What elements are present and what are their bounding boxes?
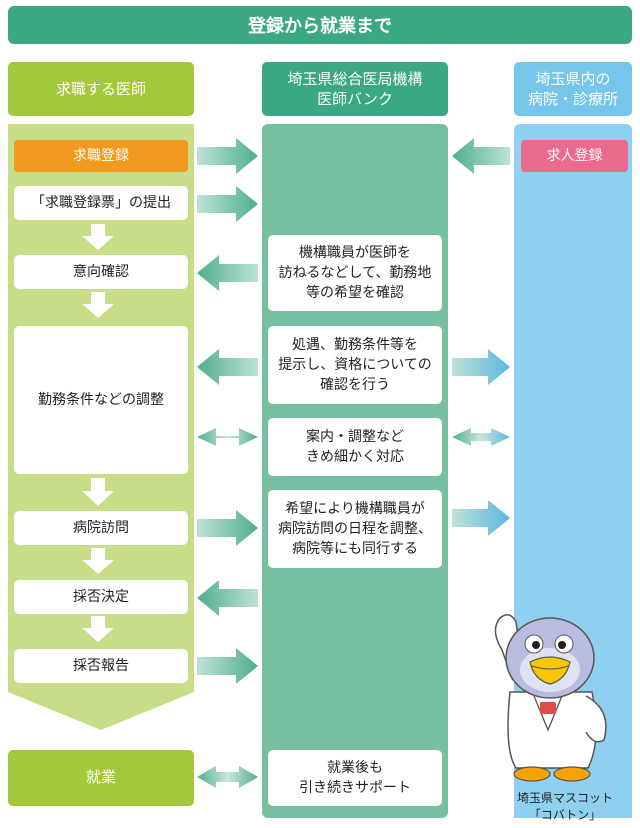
bank-visit-doctor: 機構職員が医師を 訪ねるなどして、勤務地 等の希望を確認 xyxy=(268,235,442,311)
column-header-doctor-bank: 埼玉県総合医局機構 医師バンク xyxy=(262,62,448,116)
step-submit-form: 「求職登録票」の提出 xyxy=(14,186,188,220)
arrow-register-to-bank xyxy=(197,138,258,174)
lane-doctor-arrow-tip xyxy=(8,692,194,730)
down-arrow-4 xyxy=(82,548,114,574)
mascot-caption-line2: 「コバトン」 xyxy=(528,807,602,822)
arrow-bank-to-hospital-conditions xyxy=(452,349,510,385)
step-employment: 就業 xyxy=(8,750,194,806)
arrow-job-register-to-bank xyxy=(452,138,510,174)
step-decision-report: 採否報告 xyxy=(14,649,188,683)
arrow-bank-to-hospital-visit xyxy=(452,500,510,536)
step-hospital-visit: 病院訪問 xyxy=(14,511,188,545)
arrow-form-to-bank xyxy=(197,186,258,222)
kobaton-mascot-illustration xyxy=(494,614,607,782)
step-adjust-conditions: 勤務条件などの調整 xyxy=(14,326,188,474)
bank-accompany-visit: 希望により機構職員が 病院訪問の日程を調整、 病院等にも同行する xyxy=(268,490,442,568)
arrow-bank-to-decision xyxy=(197,580,258,616)
arrow-visit-to-bank xyxy=(197,510,258,546)
down-arrow-2 xyxy=(82,292,114,318)
page-title: 登録から就業まで xyxy=(8,6,632,44)
arrow-hospital-bidirectional xyxy=(452,428,510,446)
down-arrow-3 xyxy=(82,478,114,506)
step-hiring-decision: 採否決定 xyxy=(14,580,188,614)
column-header-doctor: 求職する医師 xyxy=(8,62,194,116)
down-arrow-5 xyxy=(82,616,114,642)
bank-ongoing-support: 就業後も 引き続きサポート xyxy=(268,750,442,806)
mascot-caption-line1: 埼玉県マスコット xyxy=(516,791,613,805)
arrow-bank-to-intent xyxy=(197,255,258,291)
down-arrow-1 xyxy=(82,224,114,250)
bank-guidance: 案内・調整など きめ細かく対応 xyxy=(268,418,442,476)
arrow-report-to-bank xyxy=(197,648,258,684)
step-confirm-intent: 意向確認 xyxy=(14,255,188,289)
column-header-hospitals: 埼玉県内の 病院・診療所 xyxy=(514,62,632,116)
step-job-registration: 求職登録 xyxy=(14,140,188,172)
arrow-employment-bidirectional xyxy=(197,766,258,788)
arrow-conditions-bidirectional xyxy=(197,428,258,446)
mascot-caption: 埼玉県マスコット 「コバトン」 xyxy=(490,790,640,824)
arrow-bank-to-conditions xyxy=(197,349,258,385)
step-job-listing-registration: 求人登録 xyxy=(521,140,628,172)
bank-present-conditions: 処遇、勤務条件等を 提示し、資格についての 確認を行う xyxy=(268,326,442,404)
